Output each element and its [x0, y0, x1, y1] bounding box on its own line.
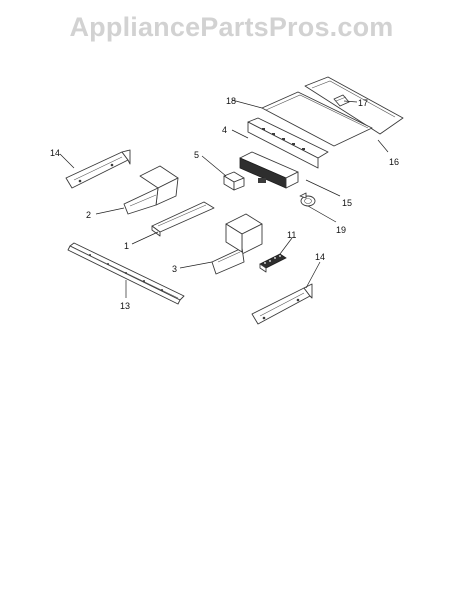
callout-1: 1: [124, 241, 129, 251]
callout-4: 4: [222, 125, 227, 135]
callout-14-bottom: 14: [315, 252, 325, 262]
part-1-strip: [151, 201, 215, 237]
part-16-panel: [304, 76, 404, 135]
part-5-block: [223, 171, 245, 191]
bracket-slots: [262, 128, 305, 150]
callout-13: 13: [120, 301, 130, 311]
part-18-shield: [261, 91, 373, 147]
part-4-bracket: [247, 117, 329, 169]
callout-2: 2: [86, 210, 91, 220]
part-14-bracket-top: [65, 149, 131, 189]
part-17-clip: [333, 94, 350, 107]
callout-19: 19: [336, 225, 346, 235]
watermark: AppliancePartsPros.com: [69, 12, 394, 42]
callout-11: 11: [287, 230, 296, 240]
part-3-duct: [211, 213, 263, 275]
callout-labels: 18 17 16 4 5 15 19 14 2 1 3 11 13 14: [50, 96, 399, 311]
part-13-rail: [67, 242, 185, 305]
terminal-screws: [264, 255, 281, 264]
callout-15: 15: [342, 198, 352, 208]
leader-lines: [59, 99, 389, 298]
callout-16: 16: [389, 157, 399, 167]
callout-18: 18: [226, 96, 236, 106]
part-11-terminal: [259, 253, 287, 273]
callout-5: 5: [194, 150, 199, 160]
part-2-duct: [123, 165, 179, 215]
control-module: [239, 151, 299, 189]
callout-14-top: 14: [50, 148, 60, 158]
callout-3: 3: [172, 264, 177, 274]
callout-17: 17: [358, 98, 368, 108]
part-14-bracket-bottom: [251, 283, 313, 325]
part-19-gasket: [299, 192, 316, 207]
